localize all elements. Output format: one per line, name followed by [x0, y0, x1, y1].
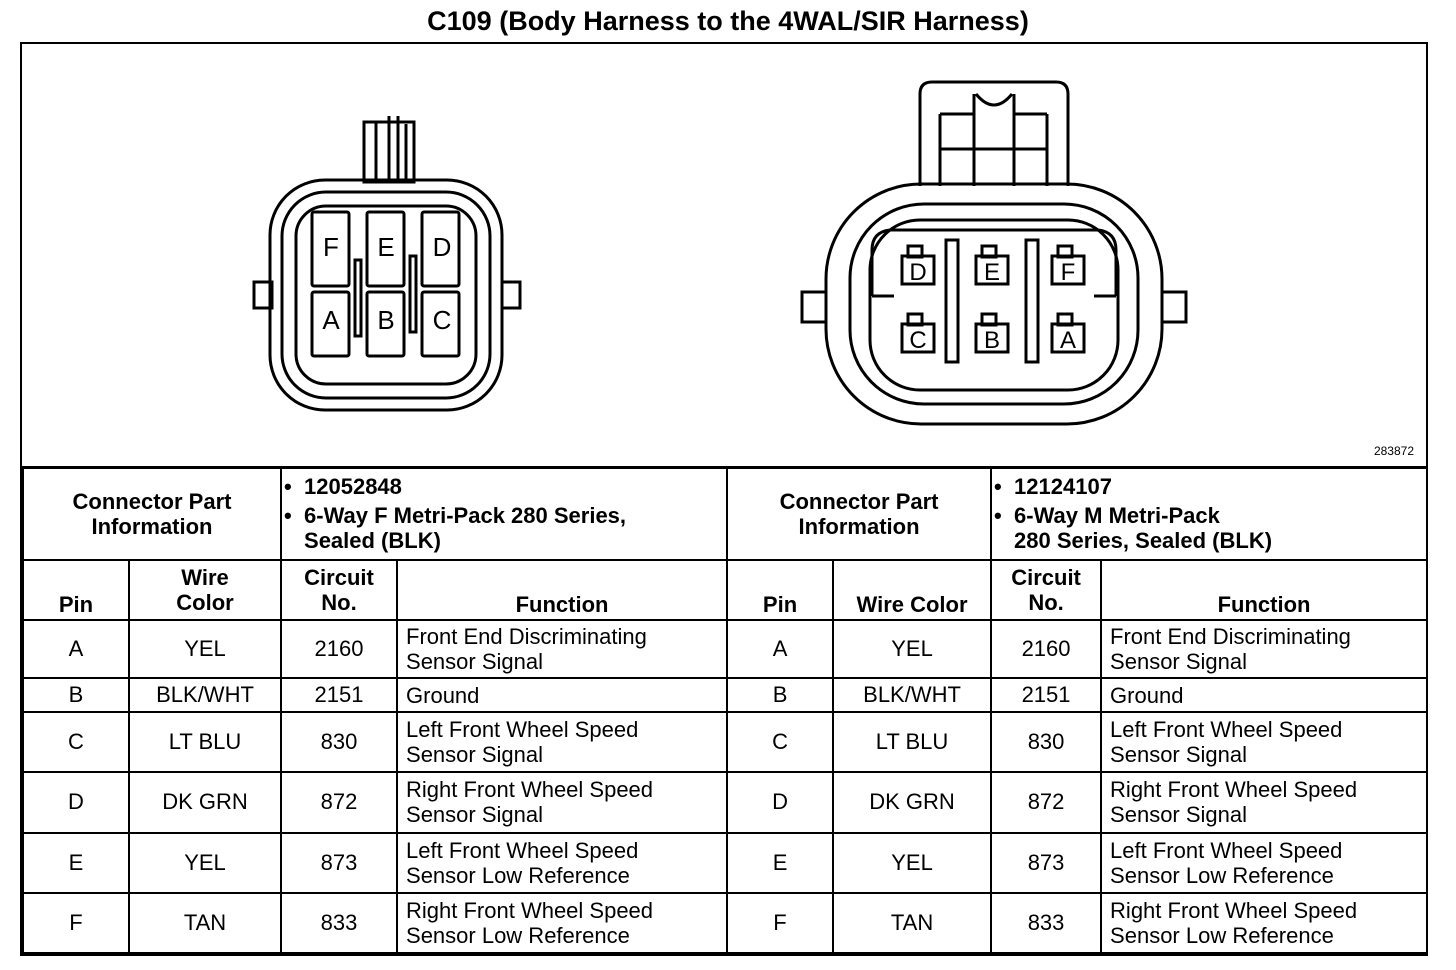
header-pin: Pin: [726, 558, 835, 621]
circuit-cell: 2151: [990, 677, 1103, 714]
female-cavity-label: D: [433, 232, 452, 262]
wire-color-cell: YEL: [127, 831, 283, 894]
pin-cell: F: [22, 891, 130, 955]
figure-id: 283872: [1373, 444, 1414, 458]
pin-cell: E: [22, 831, 130, 894]
part-number: 12052848: [284, 474, 726, 499]
wire-color-cell: TAN: [127, 891, 283, 955]
connector-info-details: 12052848 6-Way F Metri-Pack 280 Series,S…: [280, 465, 729, 561]
wire-color-cell: TAN: [832, 891, 993, 955]
male-cavity-label: C: [909, 327, 926, 354]
female-cavity-label: B: [377, 305, 394, 335]
connector-diagram: F E D A B C D E F C B A: [252, 80, 1188, 426]
header-wire-color: Wire Color: [832, 558, 993, 621]
circuit-cell: 873: [990, 831, 1103, 894]
pin-cell: F: [726, 891, 835, 955]
female-cavity-label: C: [433, 305, 452, 335]
male-cavity-label: E: [984, 259, 1000, 286]
function-cell: Ground: [396, 677, 729, 714]
connector-info-row: Connector Part Information 12052848 6-Wa…: [21, 465, 1429, 561]
header-function: Function: [396, 558, 729, 621]
male-cavity-label: A: [1060, 327, 1076, 354]
circuit-cell: 872: [990, 771, 1103, 834]
wire-color-cell: YEL: [127, 618, 283, 680]
wire-color-cell: DK GRN: [127, 771, 283, 834]
connector-info-label: Connector Part Information: [726, 465, 993, 561]
circuit-cell: 872: [280, 771, 399, 834]
wire-color-cell: LT BLU: [127, 711, 283, 774]
pinout-table: Connector Part Information 12052848 6-Wa…: [21, 465, 1429, 955]
wire-color-cell: BLK/WHT: [127, 677, 283, 714]
connector-info-label: Connector Part Information: [21, 465, 283, 561]
female-cavity-label: E: [377, 232, 394, 262]
pin-cell: C: [22, 711, 130, 774]
table-row: B BLK/WHT 2151 Ground B BLK/WHT 2151 Gro…: [22, 677, 1429, 714]
wire-color-cell: LT BLU: [832, 711, 993, 774]
circuit-cell: 2160: [990, 618, 1103, 680]
pin-cell: A: [22, 618, 130, 680]
circuit-cell: 830: [280, 711, 399, 774]
male-cavity-label: B: [984, 327, 1000, 354]
male-cavity-label: F: [1061, 259, 1076, 286]
circuit-cell: 2151: [280, 677, 399, 714]
circuit-cell: 830: [990, 711, 1103, 774]
wire-color-cell: DK GRN: [832, 771, 993, 834]
pin-cell: D: [22, 771, 130, 834]
circuit-cell: 833: [990, 891, 1103, 955]
female-connector-drawing: [252, 116, 522, 412]
pin-cell: D: [726, 771, 835, 834]
connector-frame: F E D A B C D E F C B A 283872 Connector…: [20, 42, 1429, 956]
female-cavity-label: A: [322, 305, 340, 335]
pin-cell: C: [726, 711, 835, 774]
circuit-cell: 873: [280, 831, 399, 894]
pin-cell: E: [726, 831, 835, 894]
connector-description: 6-Way F Metri-Pack 280 Series,Sealed (BL…: [284, 503, 726, 553]
part-number: 12124107: [994, 474, 1426, 499]
header-pin: Pin: [22, 558, 130, 621]
circuit-cell: 2160: [280, 618, 399, 680]
female-cavity-label: F: [323, 232, 339, 262]
pin-cell: B: [22, 677, 130, 714]
page-title: C109 (Body Harness to the 4WAL/SIR Harne…: [427, 6, 1029, 36]
wire-color-cell: YEL: [832, 618, 993, 680]
wire-color-cell: BLK/WHT: [832, 677, 993, 714]
pin-cell: A: [726, 618, 835, 680]
wire-color-cell: YEL: [832, 831, 993, 894]
function-cell: Ground: [1100, 677, 1429, 714]
male-cavity-label: D: [909, 259, 926, 286]
circuit-cell: 833: [280, 891, 399, 955]
pin-cell: B: [726, 677, 835, 714]
header-function: Function: [1100, 558, 1429, 621]
male-connector-drawing: [800, 80, 1188, 426]
